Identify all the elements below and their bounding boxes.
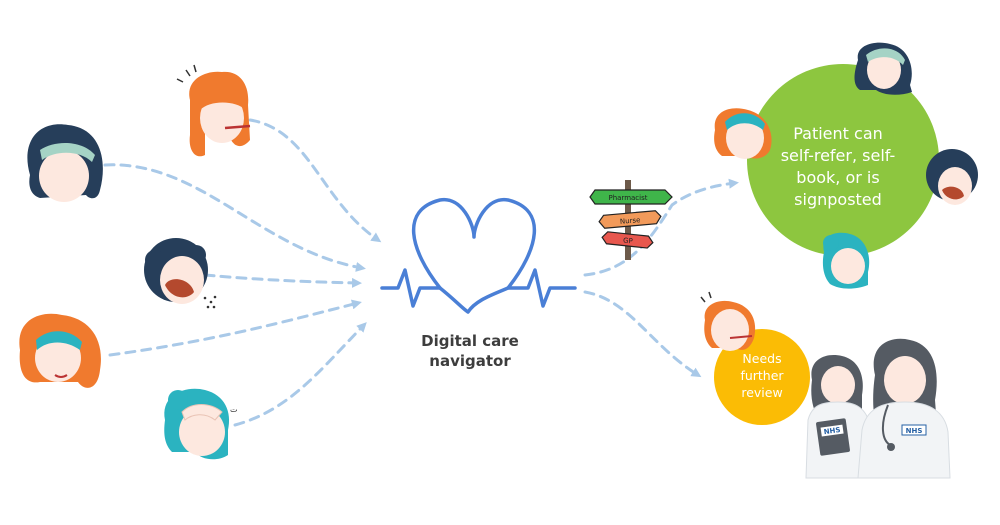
navigator-label-line1: Digital care — [421, 332, 519, 350]
clinician-with-clipboard: NHS — [805, 355, 873, 479]
arrow-from-patient-2 — [103, 163, 366, 272]
patient-headache-avatar — [19, 313, 101, 388]
green-label-line2: self-refer, self- — [780, 146, 896, 165]
digital-care-navigator-heart-icon — [380, 198, 577, 314]
signpost-icon: Pharmacist Nurse GP — [589, 180, 673, 260]
green-label-line4: signposted — [794, 190, 882, 209]
review-outcome-label: Needs further review — [718, 350, 806, 401]
arrow-from-patient-5 — [233, 322, 367, 427]
arrow-to-review — [583, 290, 702, 378]
incoming-arrows — [103, 118, 382, 427]
green-label-line3: book, or is — [796, 168, 880, 187]
yellow-label-line3: review — [741, 385, 783, 400]
sign-nurse: Nurse — [620, 216, 641, 226]
arrow-from-patient-1 — [248, 118, 382, 243]
nhs-clinicians-illustration: NHS NHS — [805, 338, 951, 479]
patient-top-right-avatar — [854, 42, 912, 95]
review-outcome-circle — [714, 329, 810, 425]
arrow-from-patient-4 — [108, 299, 362, 357]
sign-pharmacist: Pharmacist — [609, 194, 648, 202]
patient-right-green-avatar — [926, 149, 978, 205]
patient-fever-avatar — [176, 64, 251, 157]
patient-yellow-avatar — [700, 291, 756, 351]
signposted-outcome-label: Patient can self-refer, self- book, or i… — [768, 123, 908, 211]
arrow-to-signposted — [583, 178, 739, 277]
nhs-badge-coat: NHS — [906, 427, 923, 435]
nhs-badge-clipboard: NHS — [823, 426, 841, 436]
clinician-with-stethoscope: NHS — [857, 338, 951, 479]
yellow-label-line1: Needs — [742, 351, 782, 366]
sign-gp: GP — [623, 237, 633, 246]
dizzy-symbol-icon: ت — [230, 405, 238, 414]
shiver-lines-icon — [176, 64, 197, 83]
patient-navy-hair-avatar — [27, 124, 103, 202]
patient-left-green-avatar — [714, 108, 772, 159]
cough-particles-icon — [203, 295, 217, 309]
navigator-label-line2: navigator — [429, 352, 511, 370]
yellow-label-line2: further — [740, 368, 784, 383]
outgoing-arrows — [583, 178, 739, 378]
green-label-line1: Patient can — [793, 124, 883, 143]
patient-bottom-green-avatar — [822, 232, 870, 289]
digital-care-navigator-label: Digital care navigator — [395, 331, 545, 371]
patient-coughing-avatar — [144, 238, 217, 309]
patient-dizzy-avatar: ت — [164, 388, 238, 460]
arrow-from-patient-3 — [203, 273, 362, 288]
signposted-outcome-circle — [747, 64, 939, 256]
